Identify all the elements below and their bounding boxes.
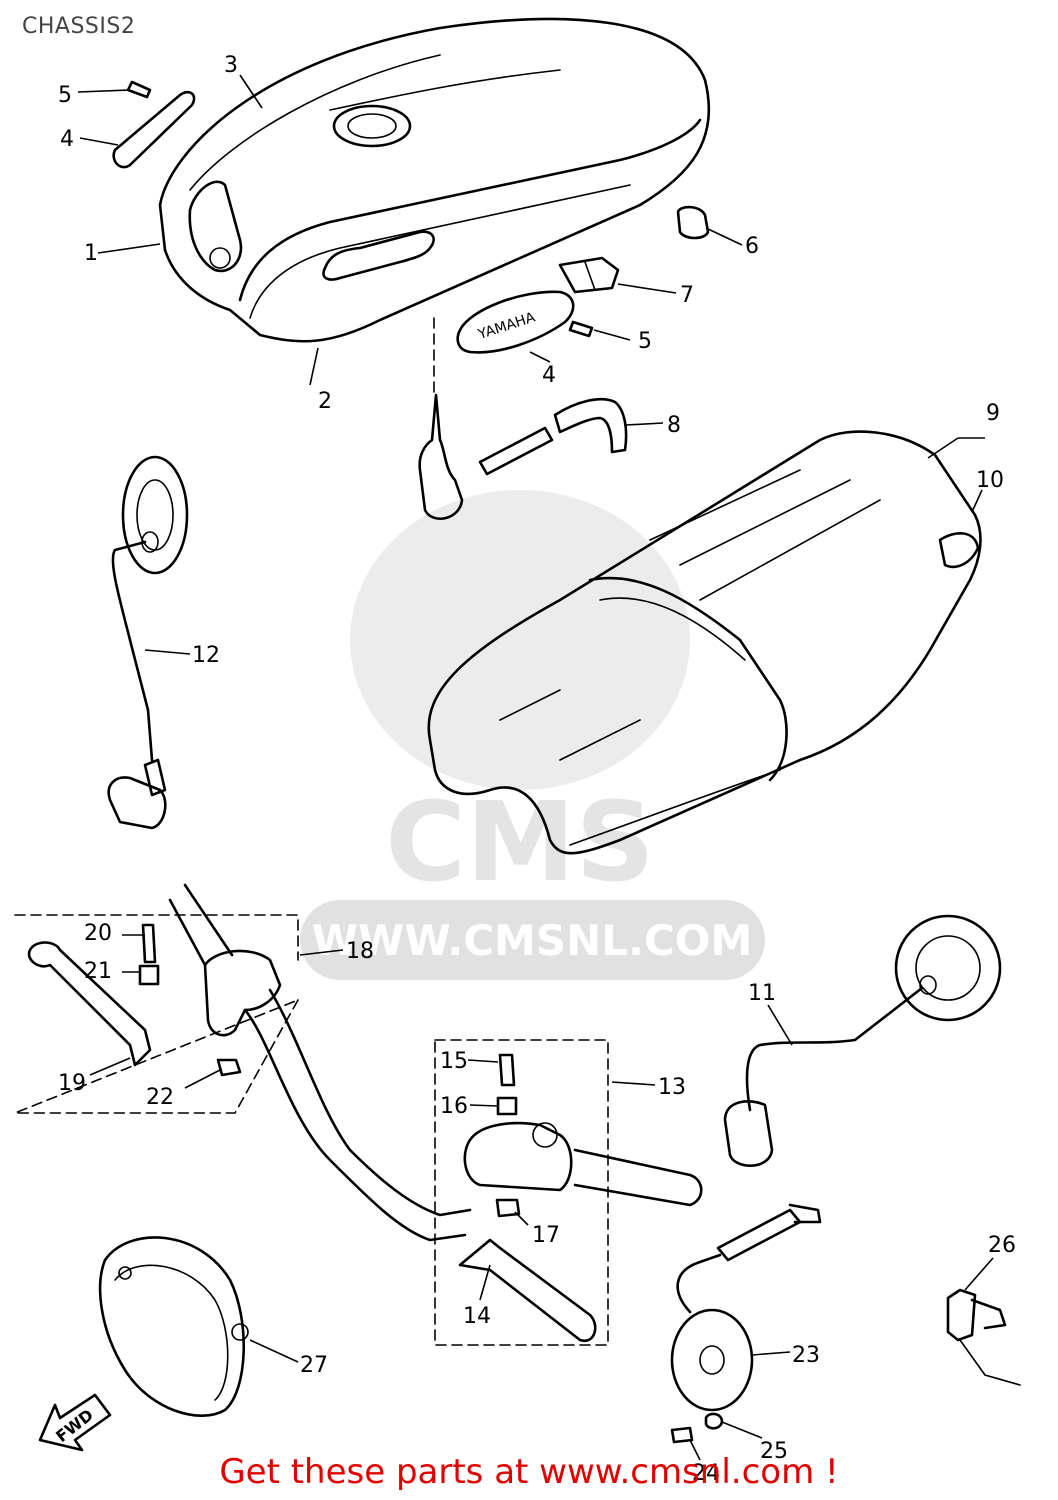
- fuel-tap-and-hose: [418, 317, 628, 520]
- callout-12: 12: [192, 643, 220, 668]
- callout-19: 19: [58, 1071, 86, 1096]
- small-fasteners: [126, 80, 710, 338]
- callout-labels: 1 2 3 4 4 5 5 6 7 8 9 10 11 12 13 14 15 …: [58, 53, 1016, 1486]
- callout-24: 24: [692, 1461, 720, 1486]
- callout-4b: 4: [542, 363, 556, 388]
- callout-27: 27: [300, 1353, 328, 1378]
- horn: [670, 1203, 822, 1444]
- callout-14: 14: [463, 1304, 491, 1329]
- fuel-tank: [158, 17, 711, 343]
- callout-1: 1: [84, 241, 98, 266]
- callout-5a: 5: [58, 83, 72, 108]
- watermark-url: WWW.CMSNL.COM: [312, 916, 753, 965]
- callout-15: 15: [440, 1049, 468, 1074]
- watermark-logo: CMS: [385, 778, 654, 906]
- leader-lines: [77, 74, 994, 1461]
- callout-5b: 5: [638, 329, 652, 354]
- handlebar-assembly: [27, 883, 703, 1343]
- callout-9: 9: [986, 401, 1000, 426]
- callout-20: 20: [84, 921, 112, 946]
- callout-2: 2: [318, 389, 332, 414]
- callout-6: 6: [745, 234, 759, 259]
- seat: [427, 430, 982, 855]
- headlight-shell: [98, 1236, 249, 1418]
- horn-bracket: [946, 1288, 1021, 1386]
- right-mirror: [723, 914, 1002, 1167]
- cmsnl-link[interactable]: Get these parts at www.cmsnl.com !: [219, 1452, 839, 1492]
- callout-10: 10: [976, 468, 1004, 493]
- callout-21: 21: [84, 959, 112, 984]
- callout-7: 7: [680, 283, 694, 308]
- yamaha-emblem-text: YAMAHA: [475, 309, 537, 343]
- callout-23: 23: [792, 1343, 820, 1368]
- left-mirror: [107, 455, 189, 830]
- footer-cta: Get these parts at www.cmsnl.com !: [0, 1452, 1058, 1492]
- callout-16: 16: [440, 1094, 468, 1119]
- callout-8: 8: [667, 413, 681, 438]
- callout-18: 18: [346, 939, 374, 964]
- callout-17: 17: [532, 1223, 560, 1248]
- fwd-direction-arrow: FWD: [38, 1393, 112, 1452]
- callout-3: 3: [224, 53, 238, 78]
- callout-25: 25: [760, 1439, 788, 1464]
- callout-11: 11: [748, 981, 776, 1006]
- page-title: CHASSIS2: [22, 14, 136, 39]
- tank-emblem: YAMAHA: [112, 90, 575, 354]
- callout-22: 22: [146, 1085, 174, 1110]
- callout-26: 26: [988, 1233, 1016, 1258]
- callout-4a: 4: [60, 127, 74, 152]
- cms-watermark: CMS WWW.CMSNL.COM: [300, 490, 765, 980]
- callout-13: 13: [658, 1075, 686, 1100]
- lever-hardware: [138, 923, 521, 1218]
